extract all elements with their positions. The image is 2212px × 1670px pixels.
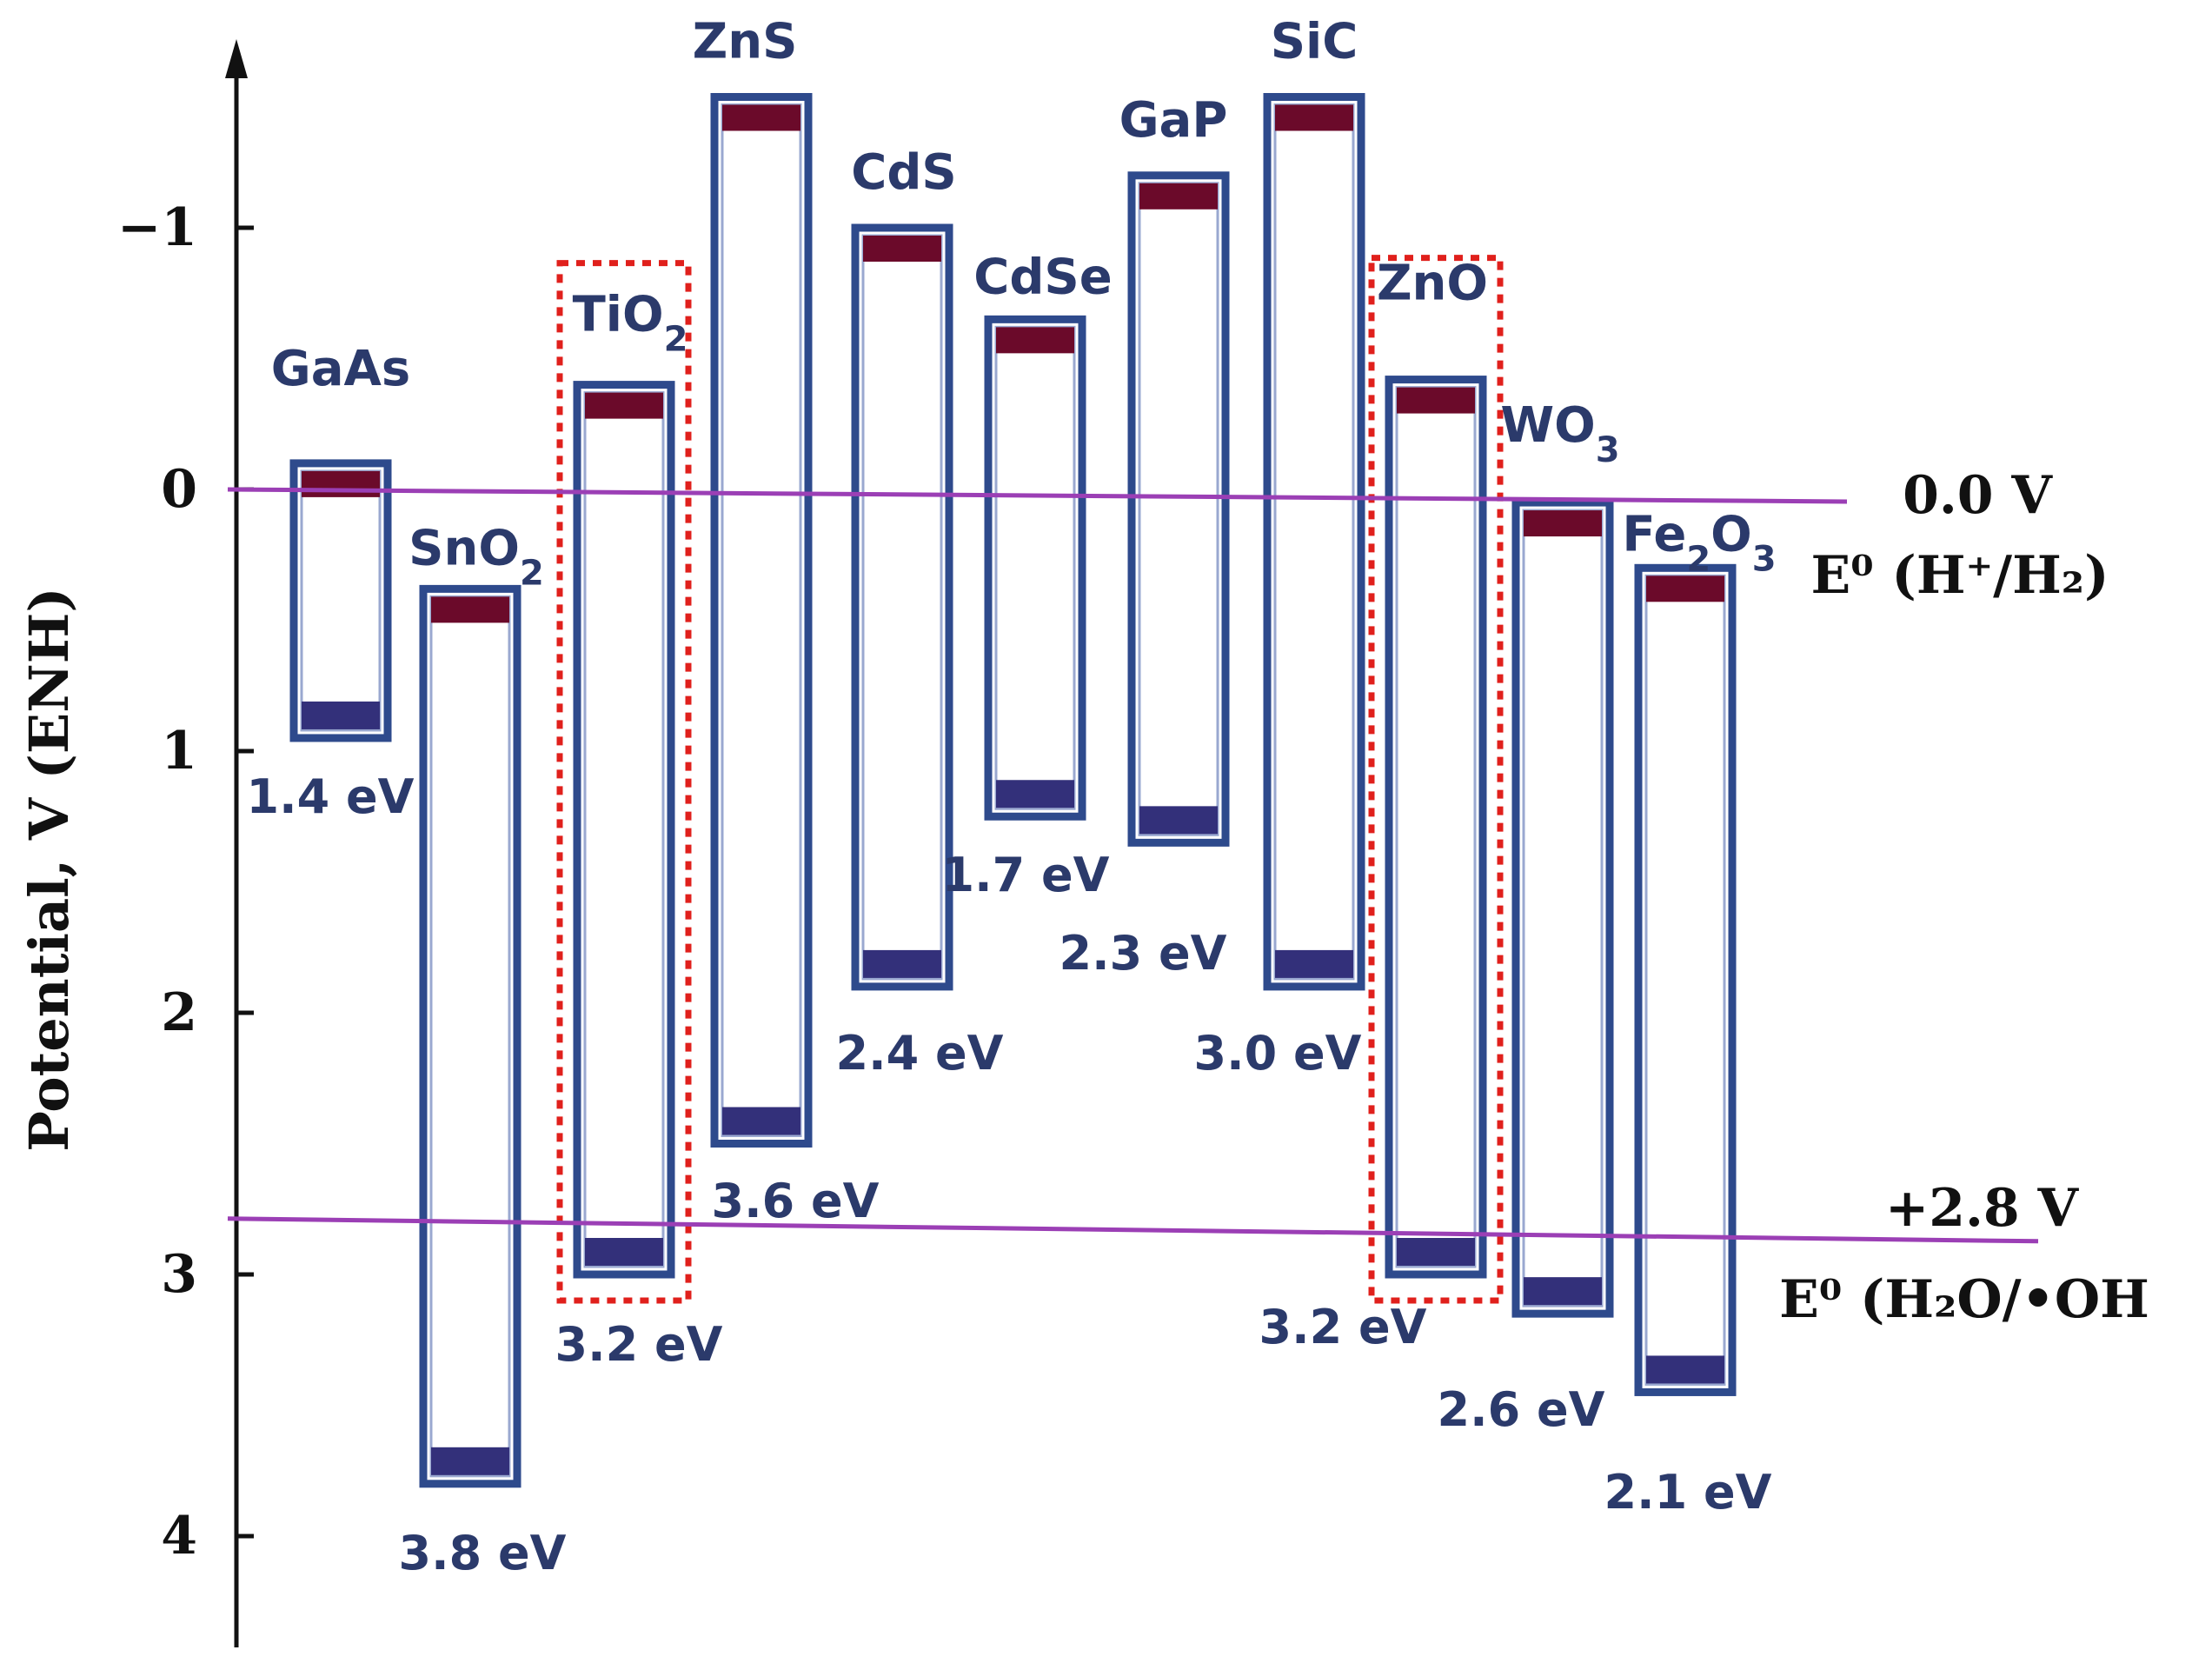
valence-band xyxy=(1139,806,1218,835)
y-tick-label: 0 xyxy=(161,459,197,520)
band-box xyxy=(984,315,1086,821)
band-box xyxy=(710,93,813,1148)
conduction-band xyxy=(1139,183,1218,210)
reference-value-label: +2.8 V xyxy=(1885,1178,2080,1239)
material-label: SnO2 xyxy=(409,520,544,593)
reference-line xyxy=(227,1216,2039,1244)
material-label: ZnO xyxy=(1377,256,1488,312)
valence-band xyxy=(1275,949,1353,978)
valence-band xyxy=(431,1447,509,1475)
band-gap-label: 3.8 eV xyxy=(399,1526,567,1580)
reference-value-label: 0.0 V xyxy=(1903,465,2053,526)
highlight-box xyxy=(1368,255,1504,1304)
conduction-band xyxy=(1646,576,1724,602)
y-tick-label: 3 xyxy=(161,1244,197,1305)
conduction-band xyxy=(585,392,663,419)
band-box xyxy=(1511,498,1614,1318)
valence-band xyxy=(863,949,941,978)
band-box xyxy=(573,381,675,1279)
material-label: CdS xyxy=(851,144,957,201)
band-gap-label: 2.1 eV xyxy=(1604,1465,1772,1520)
band-gap-label: 3.2 eV xyxy=(555,1317,723,1372)
conduction-band xyxy=(302,470,380,497)
band-box xyxy=(1263,93,1365,991)
conduction-band xyxy=(431,596,509,623)
material-label: Fe2O3 xyxy=(1622,506,1776,579)
valence-band xyxy=(1524,1277,1602,1306)
material-label: TiO2 xyxy=(573,287,688,360)
band-box xyxy=(1385,376,1487,1279)
y-axis-arrow xyxy=(225,39,248,78)
band-gap-label: 2.4 eV xyxy=(836,1026,1004,1081)
band-gap-label: 1.4 eV xyxy=(247,769,415,824)
material-label: ZnS xyxy=(693,14,798,70)
band-gap-label: 3.6 eV xyxy=(712,1174,880,1228)
band-box xyxy=(851,223,953,991)
conduction-band xyxy=(722,104,800,131)
y-axis-title: Potential, V (ENH) xyxy=(17,587,81,1151)
material-label: SiC xyxy=(1271,14,1358,70)
valence-band xyxy=(722,1107,800,1135)
valence-band xyxy=(1397,1238,1475,1266)
band-box xyxy=(289,459,392,742)
conduction-band xyxy=(1275,104,1353,131)
band-gap-label: 2.3 eV xyxy=(1060,926,1227,981)
reference-caption: E⁰ (H₂O/•OH xyxy=(1779,1269,2149,1330)
reference-line xyxy=(227,487,1848,504)
valence-band xyxy=(302,701,380,729)
material-label: CdSe xyxy=(973,249,1113,305)
reference-caption: E⁰ (H⁺/H₂) xyxy=(1811,545,2109,606)
band-gap-label: 3.0 eV xyxy=(1194,1026,1362,1081)
highlight-box xyxy=(556,260,692,1304)
band-box xyxy=(419,584,521,1488)
valence-band xyxy=(1646,1355,1724,1384)
y-tick-label: −1 xyxy=(117,197,197,258)
band-box xyxy=(1634,563,1737,1396)
band-gap-label: 1.7 eV xyxy=(942,848,1110,902)
conduction-band xyxy=(863,236,941,262)
material-label: GaAs xyxy=(271,341,410,397)
y-tick-label: 1 xyxy=(161,721,197,782)
material-label: GaP xyxy=(1119,92,1228,149)
band-box xyxy=(1127,171,1230,847)
y-tick-label: 2 xyxy=(161,982,197,1043)
material-label: WO3 xyxy=(1500,397,1619,470)
conduction-band xyxy=(1524,510,1602,537)
conduction-band xyxy=(996,327,1074,354)
valence-band xyxy=(585,1238,663,1266)
y-tick-label: 4 xyxy=(161,1506,197,1567)
band-gap-label: 3.2 eV xyxy=(1259,1300,1427,1354)
conduction-band xyxy=(1397,387,1475,414)
band-gap-label: 2.6 eV xyxy=(1438,1382,1605,1437)
valence-band xyxy=(996,780,1074,808)
